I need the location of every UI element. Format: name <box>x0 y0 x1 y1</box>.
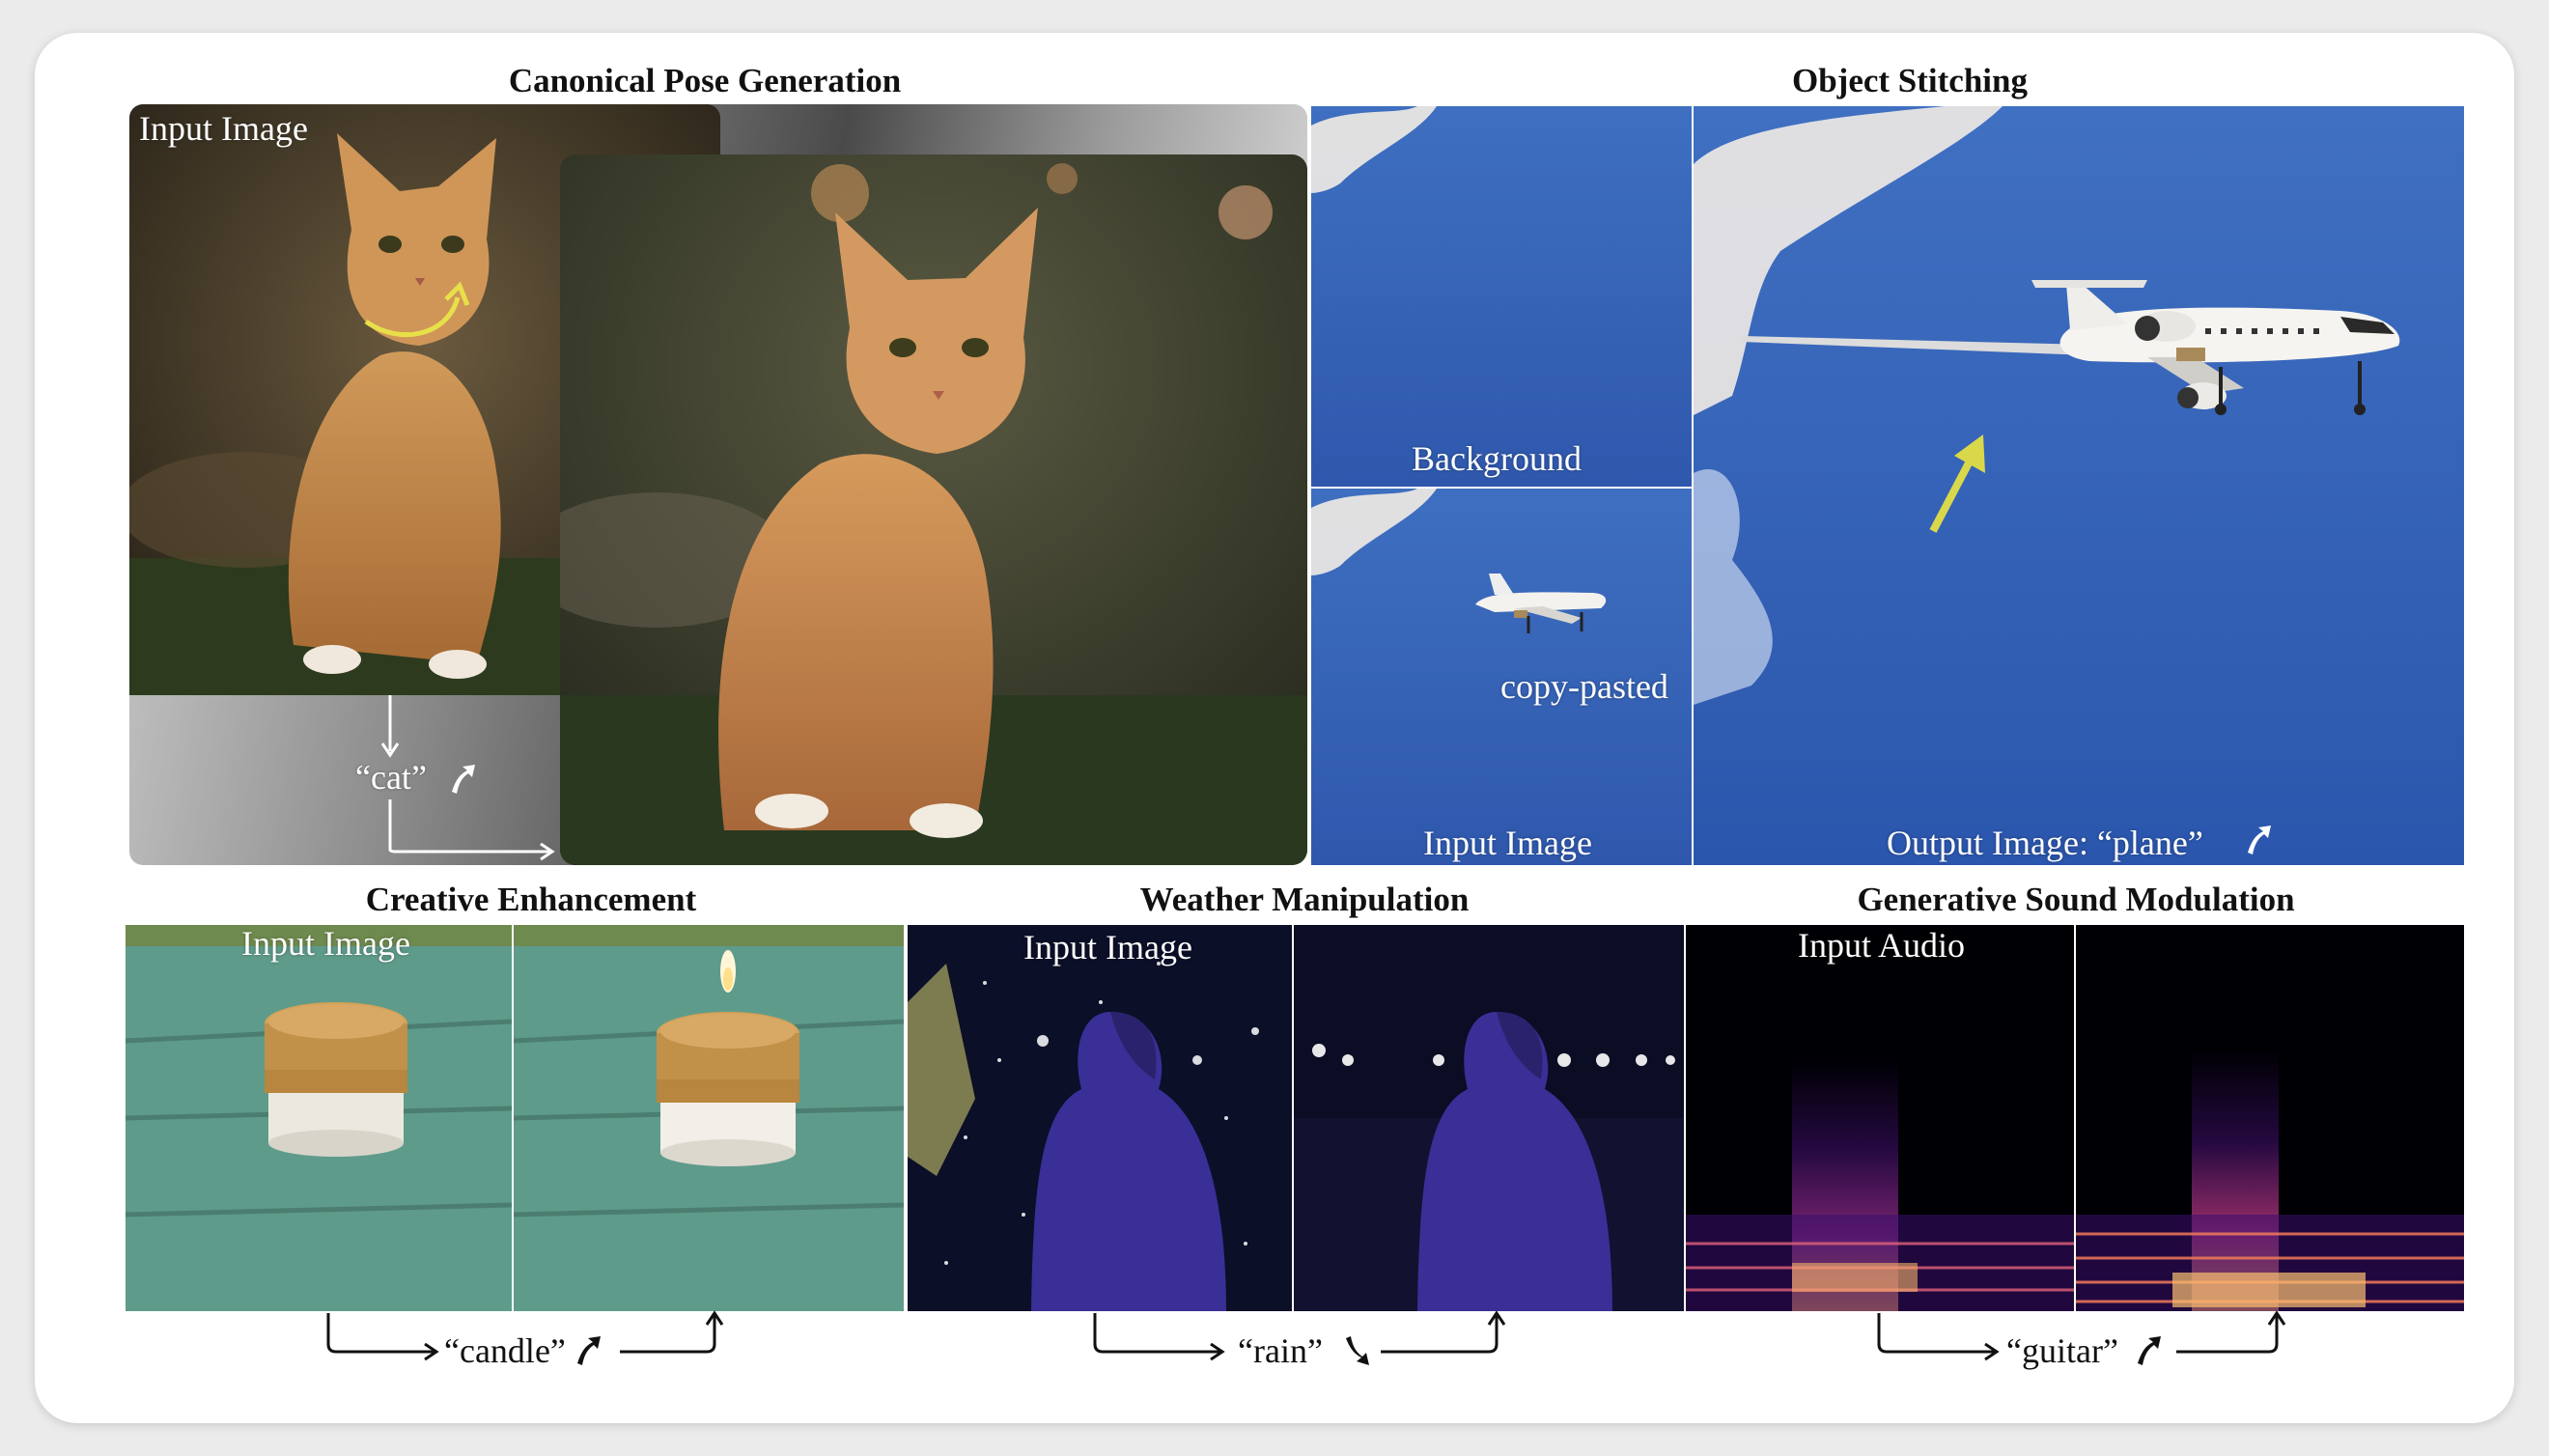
stitching-output-label: Output Image: “plane” <box>1887 824 2203 862</box>
guitar-prompt: “guitar” <box>2006 1331 2118 1370</box>
up-arrow-icon <box>577 1336 601 1365</box>
candle-output-image <box>514 925 904 1311</box>
down-arrow-icon <box>1346 1336 1369 1365</box>
title-sound-modulation: Generative Sound Modulation <box>1857 881 2295 918</box>
up-arrow-icon <box>2138 1336 2161 1365</box>
pose-input-label: Input Image <box>139 109 308 148</box>
output-cat-image <box>560 154 1307 865</box>
rain-flow-arrow-icon <box>1093 1310 1506 1361</box>
candle-input-label: Input Image <box>241 924 410 963</box>
rain-input-image <box>908 925 1292 1311</box>
background-image <box>1311 106 1692 487</box>
guitar-flow-arrow-icon <box>1877 1310 2286 1361</box>
candle-flow-arrow-icon <box>326 1310 724 1361</box>
copy-pasted-label: copy-pasted <box>1500 667 1668 706</box>
output-plane-image <box>1694 106 2464 865</box>
audio-output-spectrogram <box>2076 925 2464 1311</box>
copy-pasted-image <box>1311 489 1692 865</box>
title-object-stitching: Object Stitching <box>1791 62 2029 99</box>
stitching-input-label: Input Image <box>1423 824 1592 862</box>
title-creative-enhancement: Creative Enhancement <box>365 881 697 918</box>
title-canonical-pose: Canonical Pose Generation <box>508 62 902 99</box>
up-arrow-icon <box>452 765 475 794</box>
background-label: Background <box>1412 439 1582 478</box>
audio-input-spectrogram <box>1686 925 2074 1311</box>
title-weather-manipulation: Weather Manipulation <box>1139 881 1470 918</box>
pose-flow-arrow-icon <box>380 695 555 861</box>
pointer-annotation-icon <box>1929 434 1985 533</box>
rotation-annotation-icon <box>364 281 470 338</box>
rain-prompt: “rain” <box>1238 1331 1323 1370</box>
rain-output-image <box>1294 925 1684 1311</box>
pose-prompt: “cat” <box>355 758 427 797</box>
candle-prompt: “candle” <box>444 1331 566 1370</box>
candle-input-image <box>126 925 512 1311</box>
rain-input-label: Input Image <box>1023 928 1192 966</box>
audio-input-label: Input Audio <box>1798 926 1966 965</box>
up-arrow-icon <box>2248 826 2271 854</box>
